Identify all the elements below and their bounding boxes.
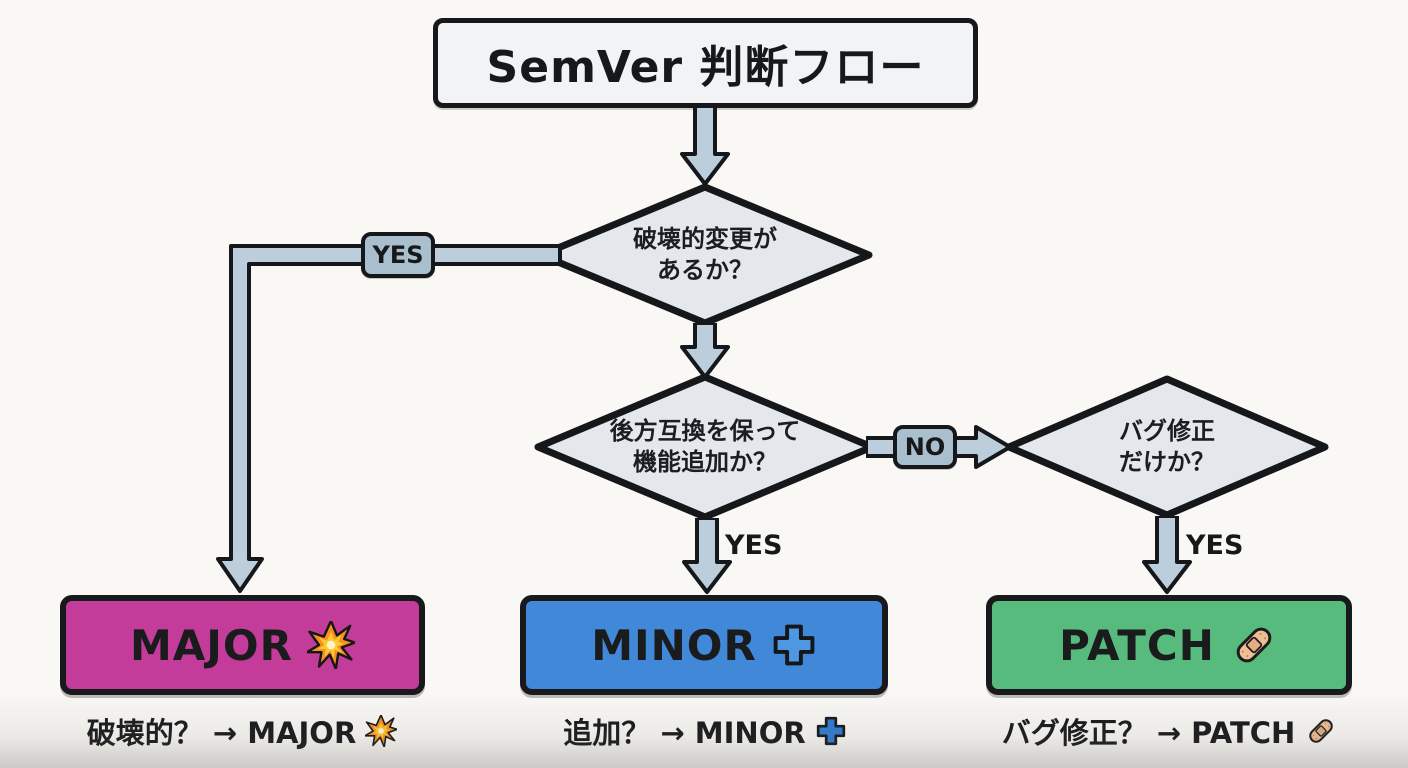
arrow-decision1-to-decision2 [680,323,730,379]
yes-label-decision3: YES [1186,530,1244,561]
plus-icon [815,715,847,747]
caption-patch: バグ修正？ → PATCH [960,710,1380,752]
caption-patch-text: バグ修正？ → PATCH [1001,716,1296,750]
decision1-line1: 破壊的変更が [633,224,777,253]
decision1-label: 破壊的変更が あるか？ [535,183,875,327]
yes-label-decision2: YES [725,530,783,561]
caption-major-text: 破壊的？ → MAJOR [86,716,357,750]
decision3-diamond [1005,375,1329,519]
arrow-yes-to-patch [1142,516,1192,594]
result-box-patch: PATCH [986,595,1352,695]
arrow-title-to-decision1 [680,106,730,186]
flow-title: SemVer 判断フロー [486,42,925,93]
decision1-line2: あるか？ [657,256,753,284]
no-badge-decision2-text: NO [904,433,946,461]
no-badge-decision2: NO [893,425,957,469]
result-major-label: MAJOR [130,620,293,670]
explosion-icon [306,621,355,669]
caption-minor: 追加？ → MINOR [505,710,905,752]
plus-icon [771,622,817,668]
result-box-minor: MINOR [520,595,888,695]
yes-badge-decision1-text: YES [372,241,424,269]
yes-badge-decision1: YES [361,232,435,278]
decision3-label: バグ修正 だけか？ [1003,375,1331,519]
arrow-yes-to-minor [682,518,732,594]
flow-title-box: SemVer 判断フロー [433,18,978,108]
result-patch-label: PATCH [1059,620,1215,670]
caption-major: 破壊的？ → MAJOR [42,710,442,752]
explosion-icon [365,715,398,747]
bandage-icon [1304,714,1338,748]
caption-minor-text: 追加？ → MINOR [563,716,806,750]
decision1-diamond [537,183,873,327]
result-box-major: MAJOR [60,595,425,695]
decision2-line2: 機能追加か？ [633,448,777,476]
decision3-line1: バグ修正 [1119,416,1215,445]
decision2-line1: 後方互換を保って [609,416,801,445]
connector-yes-to-major [216,244,562,593]
bandage-icon [1229,620,1279,670]
decision2-label: 後方互換を保って 機能追加か？ [532,372,878,522]
decision3-line2: だけか？ [1119,448,1215,476]
result-minor-label: MINOR [591,620,757,670]
